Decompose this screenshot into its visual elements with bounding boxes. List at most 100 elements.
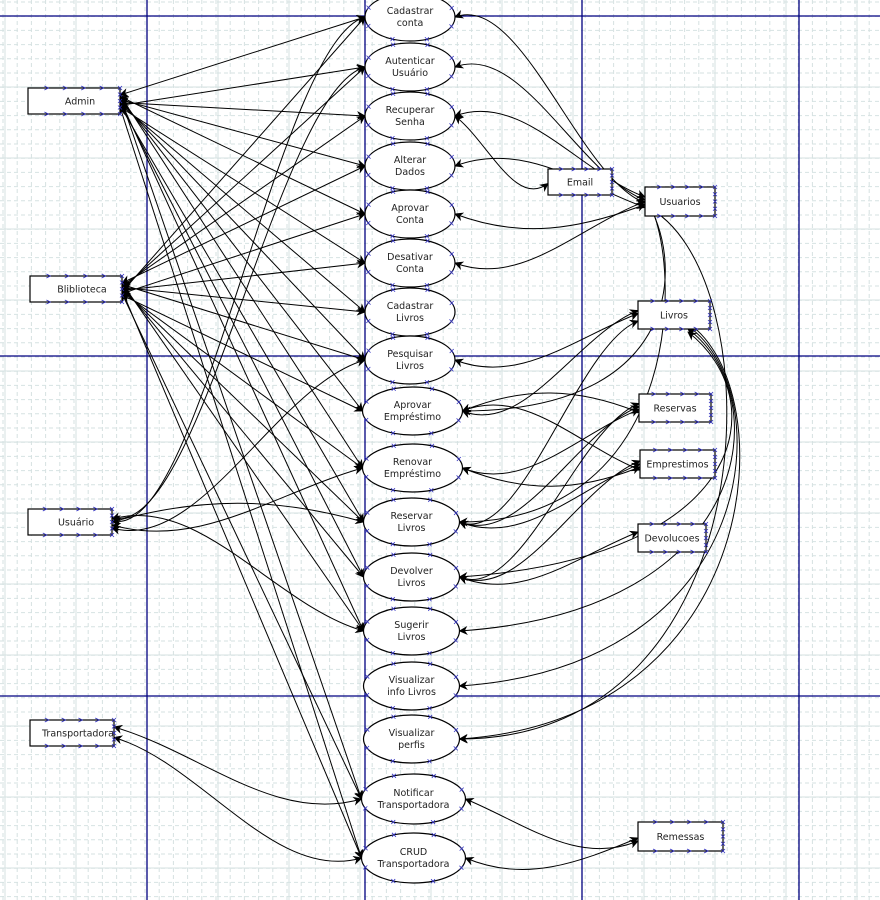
edge-biblioteca-uc_crud_transp[interactable] (121, 289, 363, 859)
use-case-ellipse[interactable] (362, 606, 461, 656)
actor-usuario[interactable]: Usuário (27, 506, 115, 538)
edge-biblioteca-uc_sugerir[interactable] (121, 282, 365, 632)
edge-biblioteca-uc_aprovar_emp[interactable] (121, 294, 364, 412)
edge-uc_recuperar-email[interactable] (454, 115, 549, 192)
entity-box[interactable] (547, 168, 613, 196)
entity-box[interactable] (644, 186, 716, 217)
entity-emprestimos[interactable]: Emprestimos (639, 447, 718, 481)
edge-admin-uc_crud_transp[interactable] (118, 106, 364, 859)
edge-livros-uc_pesquisar[interactable] (454, 312, 639, 368)
edge-uc_sugerir-usuario[interactable] (111, 512, 365, 634)
actor-box[interactable] (29, 275, 123, 303)
edge-admin-uc_devolver[interactable] (119, 101, 364, 578)
edge-biblioteca-uc_reservar[interactable] (121, 288, 365, 523)
edge-remessas-uc_crud_transp[interactable] (464, 836, 639, 870)
use-case-ellipse[interactable] (364, 238, 456, 288)
connector-port (42, 506, 48, 538)
connector-port (707, 312, 713, 318)
entity-remessas[interactable]: Remessas (637, 819, 726, 854)
use-case-ellipse[interactable] (360, 773, 467, 825)
use-case-ellipse[interactable] (364, 91, 456, 141)
edge-admin-uc_notificar[interactable] (118, 95, 364, 800)
edge-transportadora-uc_crud_transp[interactable] (113, 735, 363, 865)
edge-transportadora-uc_notificar[interactable] (113, 724, 363, 806)
connector-port (456, 418, 461, 423)
entity-usuarios[interactable]: Usuarios (644, 184, 718, 219)
edge-admin-uc_cad_livros[interactable] (119, 103, 366, 313)
use-case-ellipse[interactable] (361, 386, 464, 436)
connector-port (720, 841, 726, 847)
edge-uc_renovar-usuario[interactable] (111, 465, 364, 532)
edge-biblioteca-uc_notificar[interactable] (121, 292, 363, 800)
edge-admin-uc_renovar[interactable] (119, 94, 363, 469)
use-case-ellipse[interactable] (362, 661, 461, 711)
entity-box[interactable] (637, 821, 724, 852)
connector-port (720, 819, 726, 825)
use-case-ellipse[interactable] (364, 287, 456, 337)
edge-admin-uc_desativar[interactable] (119, 106, 366, 264)
use-case-label: Visualizar (389, 675, 435, 686)
edge-reservas-uc_reservar[interactable] (458, 405, 640, 530)
actor-box[interactable] (27, 508, 113, 536)
connector-port (363, 806, 368, 811)
use-case-ellipse[interactable] (362, 552, 461, 602)
edge-reservas-uc_aprovar_emp[interactable] (461, 392, 640, 414)
use-case-ellipse[interactable] (362, 714, 461, 764)
connector-port (449, 74, 454, 79)
edge-admin-uc_pesquisar[interactable] (119, 100, 366, 361)
edge-biblioteca-uc_devolver[interactable] (121, 285, 365, 578)
edge-usuarios-uc_desativar[interactable] (454, 200, 646, 271)
entity-devolucoes[interactable]: Devolucoes (637, 521, 709, 555)
connector-port (712, 454, 718, 460)
use-case-ellipse[interactable] (364, 335, 456, 385)
actor-biblioteca[interactable]: Bliblioteca (29, 273, 125, 305)
entity-box[interactable] (638, 393, 712, 423)
use-case-ellipse[interactable] (362, 497, 461, 547)
connector-port (390, 541, 396, 547)
use-case-ellipse[interactable] (364, 189, 456, 239)
entity-email[interactable]: Email (547, 166, 615, 198)
connector-port (390, 36, 395, 42)
edge-usuarios-uc_aprovar_conta[interactable] (454, 203, 646, 230)
edge-usuarios-uc_aprovar_emp[interactable] (461, 197, 666, 416)
entity-livros[interactable]: Livros (637, 298, 713, 332)
connector-port (449, 319, 454, 324)
edge-biblioteca-uc_desativar[interactable] (121, 259, 366, 295)
entity-box[interactable] (637, 300, 711, 330)
use-case-ellipse[interactable] (361, 443, 464, 493)
edge-livros-uc_vis_perfis[interactable] (458, 322, 741, 743)
actor-transportadora[interactable]: Transportadora (29, 717, 117, 749)
use-case-label: CRUD (400, 847, 428, 858)
use-case-ellipse[interactable] (364, 141, 456, 191)
edge-devolucoes-uc_devolver[interactable] (458, 530, 639, 585)
edge-reservas-uc_devolver[interactable] (458, 402, 640, 585)
edge-emprestimos-uc_aprovar_emp[interactable] (461, 403, 641, 472)
actor-admin[interactable]: Admin (27, 85, 123, 117)
connector-port (708, 405, 714, 411)
edge-livros-uc_vis_livros[interactable] (458, 325, 738, 690)
entity-reservas[interactable]: Reservas (638, 391, 714, 425)
use-case-ellipse[interactable] (360, 832, 467, 884)
connector-port (366, 172, 371, 178)
edge-admin-uc_cadastrar_conta[interactable] (119, 15, 366, 97)
edge-uc_notificar-remessas[interactable] (464, 797, 639, 850)
use-case-ellipse[interactable] (364, 0, 456, 42)
use-case-ellipse[interactable] (364, 42, 456, 92)
